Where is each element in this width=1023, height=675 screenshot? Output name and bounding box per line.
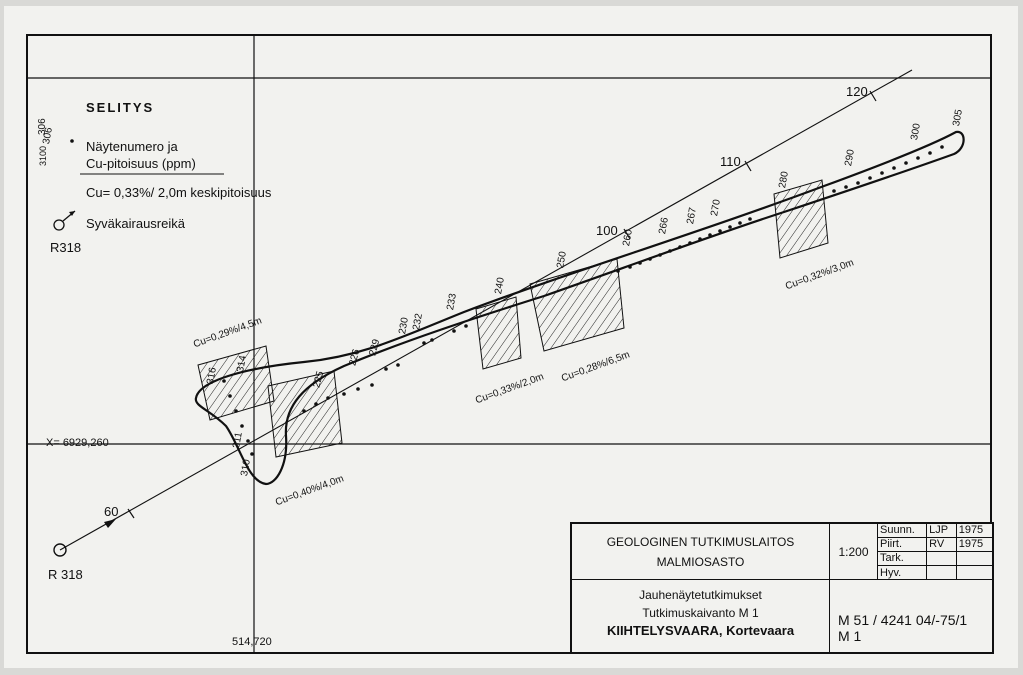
map-number: M 51 / 4241 04/-75/1 M 1 xyxy=(838,612,968,644)
legend-average: Cu= 0,33%/ 2,0m keskipitoisuus xyxy=(86,185,272,200)
chainage-120: 120 xyxy=(846,84,868,99)
scale: 1:200 xyxy=(830,524,878,580)
sample-dots xyxy=(222,145,944,456)
drillhole-label: R 318 xyxy=(48,567,83,582)
zone-c xyxy=(475,296,522,370)
legend-dot xyxy=(70,139,74,143)
title-block: GEOLOGINEN TUTKIMUSLAITOS MALMIOSASTO 1:… xyxy=(570,522,994,654)
geology-map xyxy=(26,34,992,654)
organization: GEOLOGINEN TUTKIMUSLAITOS MALMIOSASTO xyxy=(572,524,830,580)
legend-drillhole-label: R318 xyxy=(50,240,82,255)
chainage-100: 100 xyxy=(596,223,618,238)
zone-b xyxy=(267,370,343,458)
chainage-110: 110 xyxy=(720,154,741,169)
chainage-60: 60 xyxy=(104,504,119,519)
legend-drill-icon xyxy=(53,219,65,231)
ore-outline xyxy=(194,130,965,486)
map-sheet: SELITYS 306 3100 Näytenumero ja Cu-pitoi… xyxy=(4,6,1018,668)
map-frame xyxy=(26,34,992,654)
legend-drillhole: Syväkairausreikä xyxy=(86,216,185,231)
legend-sample-text: Näytenumero ja Cu-pitoisuus (ppm) xyxy=(86,139,196,171)
legend-sample-value: 3100 xyxy=(38,145,48,166)
zone-e xyxy=(773,179,829,259)
coordinate-x: X= 6929,260 xyxy=(46,437,109,449)
coordinate-y: 514,720 xyxy=(232,636,272,648)
project-info: Jauhenäytetutkimukset Tutkimuskaivanto M… xyxy=(572,580,830,652)
drillhole-icon xyxy=(53,543,67,557)
legend-title: SELITYS xyxy=(86,100,155,115)
